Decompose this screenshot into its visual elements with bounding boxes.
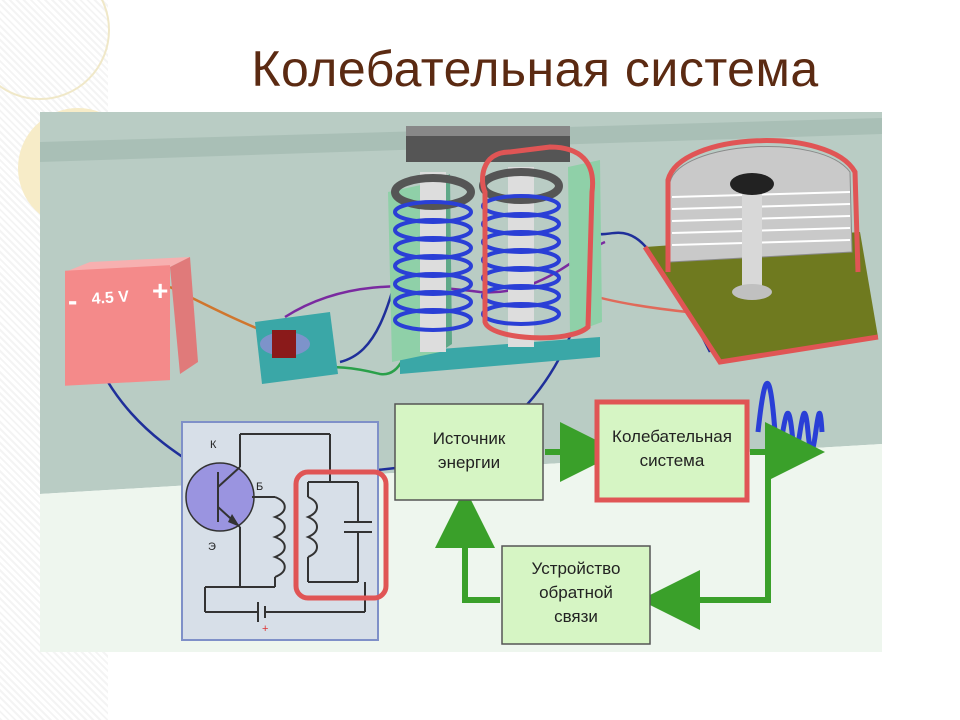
oscillating-system-box: Колебательная система [594,399,750,503]
feedback-device-box: Устройство обратной связи [501,545,651,645]
feedback-label-line1: Устройство [532,559,621,578]
oscillating-system-label-line2: система [640,451,705,470]
capacitor-highlight [665,138,861,273]
battery-voltage-label: 4.5 V [91,288,130,308]
emitter-label: Э [208,541,216,553]
energy-source-box: Источник энергии [394,403,544,501]
battery-plus-label: + [152,275,168,306]
left-coil [391,174,475,332]
battery-plus-schematic: + [262,623,268,635]
capacitor-component [272,330,296,358]
slide-title: Колебательная система [251,41,819,97]
flow-arrows [435,422,825,630]
circuit-schematic: К Б Э + [181,421,389,641]
arrow-feedback-to-source [435,488,500,603]
base-label: Б [256,481,263,493]
collector-label: К [210,439,217,451]
energy-source-label-line2: энергии [438,453,500,472]
arrow-system-to-feedback [640,452,771,630]
battery: - 4.5 V + [65,257,198,386]
feedback-label-line3: связи [554,607,598,626]
feedback-label-line2: обратной [539,583,613,602]
energy-source-label-line1: Источник [433,429,506,448]
transistor-symbol [185,462,255,532]
oscillator-scene: - 4.5 V + [40,112,882,652]
inductor-coils [388,126,602,374]
battery-minus-label: - [68,285,77,316]
tank-circuit-highlight [293,469,389,601]
coil-highlight [480,144,596,341]
oscillating-system-label-line1: Колебательная [612,427,732,446]
variable-capacitor [642,138,879,365]
circuit-board [255,312,338,384]
